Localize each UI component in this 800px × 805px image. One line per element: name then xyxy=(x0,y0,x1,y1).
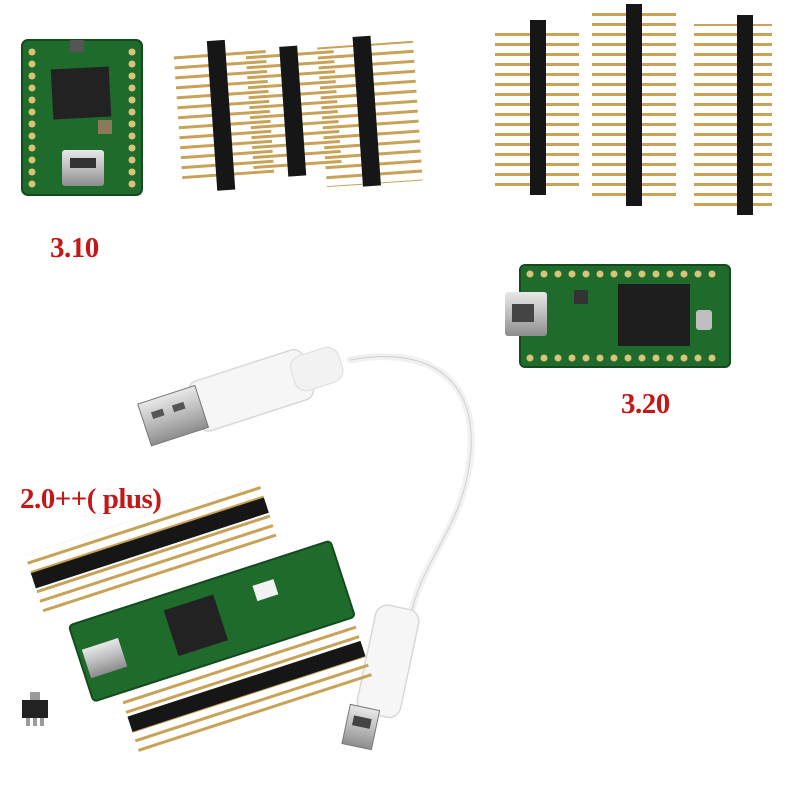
version-label-20pp: 2.0++( plus) xyxy=(20,483,162,515)
teensy-320-board xyxy=(505,264,731,368)
pin-header-set-310 xyxy=(173,35,423,191)
version-label-310: 3.10 xyxy=(50,232,99,264)
pin-header-set-320 xyxy=(495,4,772,215)
usb-cable xyxy=(137,346,475,751)
version-label-320: 3.20 xyxy=(621,388,670,420)
teensy-20pp-board xyxy=(22,479,374,758)
teensy-310-board xyxy=(21,39,143,196)
